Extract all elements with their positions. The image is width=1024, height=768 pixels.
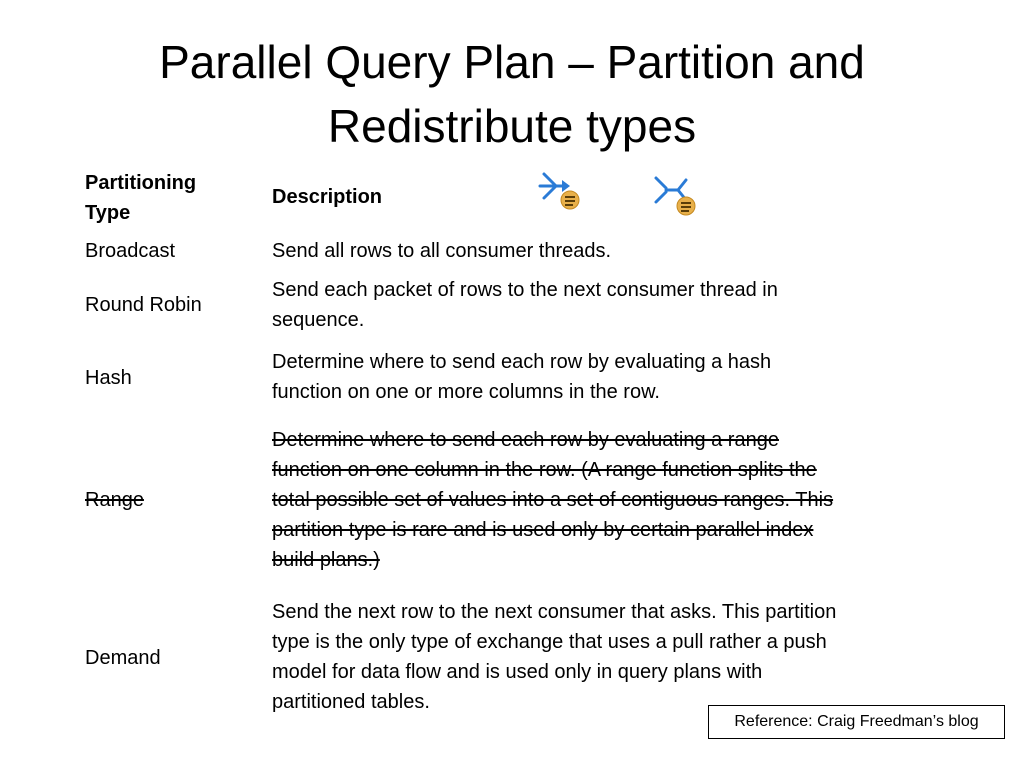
- description-line: build plans.): [272, 549, 380, 571]
- row-broadcast-description: Send all rows to all consumer threads.: [272, 236, 962, 266]
- row-hash-description: Determine where to send each row by eval…: [272, 347, 962, 407]
- row-range-description: Determine where to send each row by eval…: [272, 425, 962, 575]
- row-broadcast-type: Broadcast: [85, 240, 176, 262]
- column-header-partitioning-type: Partitioning Type: [85, 168, 245, 228]
- distribute-streams-icon: [536, 166, 584, 214]
- column-header-description: Description: [272, 186, 383, 208]
- description-line: type is the only type of exchange that u…: [272, 631, 827, 653]
- repartition-streams-icon: [652, 172, 700, 220]
- row-hash-type: Hash: [85, 367, 132, 389]
- description-line: function on one column in the row. (A ra…: [272, 459, 817, 481]
- column-header-type-line-1: Partitioning: [85, 172, 197, 194]
- description-line: function on one or more columns in the r…: [272, 381, 660, 403]
- description-line: Determine where to send each row by eval…: [272, 351, 772, 373]
- slide-title: Parallel Query Plan – Partition and Redi…: [60, 30, 964, 158]
- slide-title-line-1: Parallel Query Plan – Partition and: [159, 36, 865, 88]
- description-line: Send each packet of rows to the next con…: [272, 279, 778, 301]
- description-line: model for data flow and is used only in …: [272, 661, 763, 683]
- description-line: total possible set of values into a set …: [272, 489, 834, 511]
- description-line: partitioned tables.: [272, 691, 430, 713]
- row-range-type: Range: [85, 489, 144, 511]
- row-demand-description: Send the next row to the next consumer t…: [272, 597, 962, 717]
- column-header-type-line-2: Type: [85, 202, 131, 224]
- description-line: Send all rows to all consumer threads.: [272, 240, 612, 262]
- row-round-robin-type: Round Robin: [85, 294, 202, 316]
- description-line: partition type is rare and is used only …: [272, 519, 814, 541]
- reference-box: Reference: Craig Freedman’s blog: [708, 705, 1005, 739]
- row-demand-type: Demand: [85, 647, 161, 669]
- description-line: Send the next row to the next consumer t…: [272, 601, 837, 623]
- description-line: Determine where to send each row by eval…: [272, 429, 779, 451]
- row-round-robin-description: Send each packet of rows to the next con…: [272, 275, 962, 335]
- slide-title-line-2: Redistribute types: [327, 100, 697, 152]
- description-line: sequence.: [272, 309, 365, 331]
